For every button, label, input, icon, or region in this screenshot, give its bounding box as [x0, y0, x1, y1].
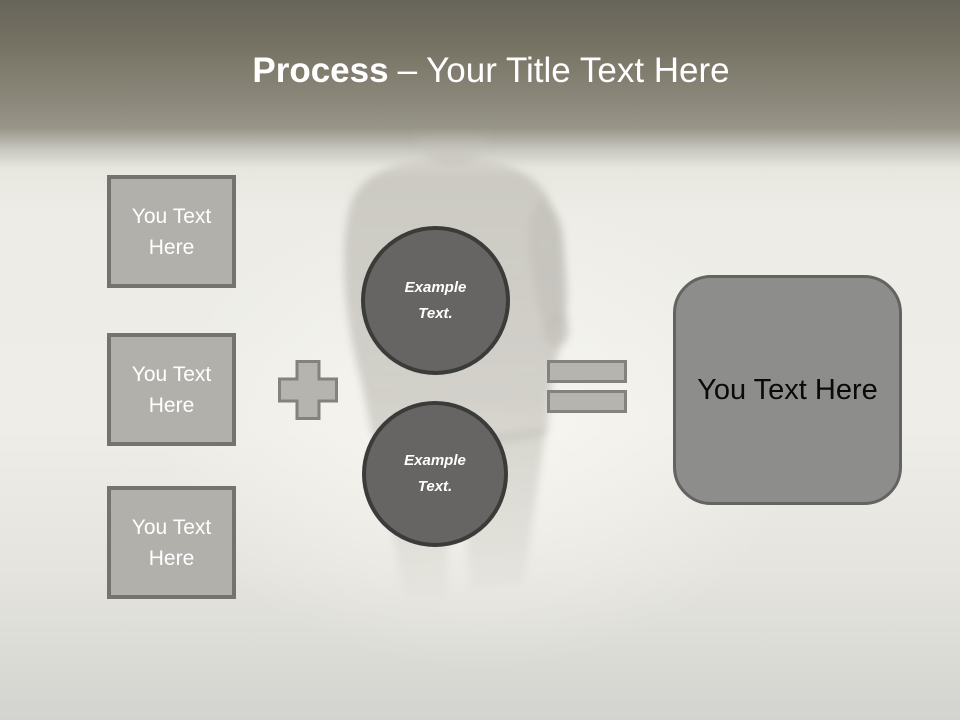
slide-title-rest: – Your Title Text Here — [397, 51, 730, 90]
result-box[interactable]: You Text Here — [673, 275, 902, 505]
example-circle-1-label: Example Text. — [404, 278, 467, 322]
result-box-label: You Text Here — [697, 373, 878, 406]
left-box-1-label: You Text Here — [131, 204, 212, 259]
equals-icon — [547, 360, 627, 413]
slide-title: Process– Your Title Text Here — [0, 49, 960, 93]
example-circle-1[interactable]: Example Text. — [361, 226, 510, 375]
left-box-2-label: You Text Here — [131, 362, 212, 417]
left-box-3[interactable]: You Text Here — [107, 486, 236, 599]
equals-top-bar — [547, 360, 627, 383]
left-box-1[interactable]: You Text Here — [107, 175, 236, 288]
plus-icon — [277, 359, 339, 421]
example-circle-2-label: Example Text. — [404, 452, 466, 495]
example-circle-2[interactable]: Example Text. — [362, 401, 508, 547]
equals-bottom-bar — [547, 390, 627, 413]
slide-title-emphasis: Process — [252, 51, 389, 90]
left-box-2[interactable]: You Text Here — [107, 333, 236, 446]
left-box-3-label: You Text Here — [131, 515, 212, 570]
